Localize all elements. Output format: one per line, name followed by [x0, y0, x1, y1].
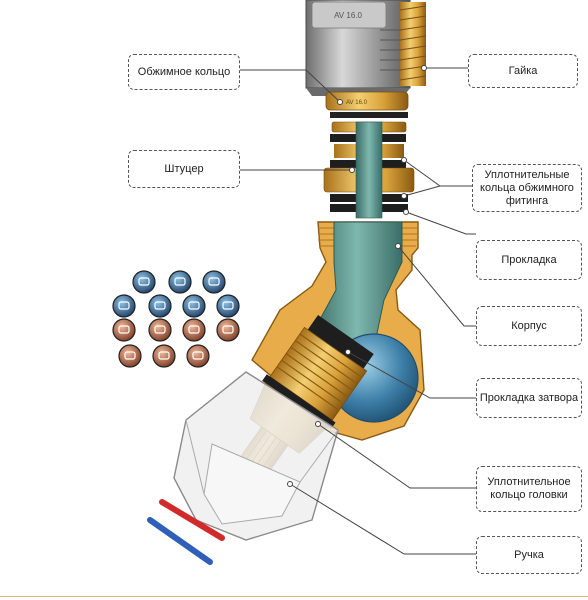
swatch-shower-icon: [168, 270, 192, 294]
swatch-tap-symbol-icon: [132, 270, 156, 294]
label-nut: Гайка: [508, 64, 538, 77]
swatch-bath-icon: [216, 318, 240, 342]
handle: [173, 371, 339, 541]
swatch-boiler-icon: [112, 318, 136, 342]
label-fitting-seal-rings: Уплотнительные кольца обжимного фитинга: [480, 168, 574, 207]
swatch-heating-icon: [148, 294, 172, 318]
swatch-bath-icon: [202, 270, 226, 294]
red-tab: [159, 499, 225, 541]
valve-gasket-shape: [307, 314, 374, 369]
swatch-sink-icon: [112, 294, 136, 318]
swatch-heating-icon: [152, 344, 176, 368]
callout-gasket: Прокладка: [476, 240, 582, 280]
compression-ring: AV 16.0: [325, 91, 409, 118]
label-handle: Ручка: [514, 548, 544, 561]
svg-text:AV 16.0: AV 16.0: [346, 100, 368, 106]
label-valve-gasket: Прокладка затвора: [479, 391, 579, 404]
fitting: [323, 121, 415, 219]
swatch-washer-icon: [186, 344, 210, 368]
nut: AV 16.0: [305, 0, 427, 96]
swatch-tap-symbol-icon: [148, 318, 172, 342]
blue-tab: [147, 517, 213, 565]
head-seal-shape: [262, 374, 336, 430]
bottom-rule: [0, 596, 588, 597]
swatch-toilet-icon: [216, 294, 240, 318]
label-head-seal-ring: Уплотнительное кольцо головки: [487, 476, 571, 501]
label-compression-ring: Обжимное кольцо: [137, 65, 231, 78]
swatch-shower-icon: [182, 318, 206, 342]
callout-body: Корпус: [476, 306, 582, 346]
callout-head-seal-ring: Уплотнительное кольцо головки: [476, 466, 582, 512]
swatch-grid: [112, 270, 240, 368]
label-gasket: Прокладка: [501, 253, 557, 266]
label-body: Корпус: [511, 319, 547, 332]
leader-lines: [240, 65, 476, 555]
swatch-washer-icon: [182, 294, 206, 318]
color-tabs: [147, 499, 225, 565]
label-fitting: Штуцер: [164, 162, 204, 175]
callout-compression-ring: Обжимное кольцо: [128, 54, 240, 90]
callout-valve-gasket: Прокладка затвора: [476, 378, 582, 418]
swatch-sink-icon: [118, 344, 142, 368]
nut-marking: AV 16.0: [334, 11, 362, 20]
callout-nut: Гайка: [468, 54, 578, 88]
callout-fitting-seal-rings: Уплотнительные кольца обжимного фитинга: [472, 164, 582, 212]
callout-fitting: Штуцер: [128, 150, 240, 188]
callout-handle: Ручка: [476, 536, 582, 574]
